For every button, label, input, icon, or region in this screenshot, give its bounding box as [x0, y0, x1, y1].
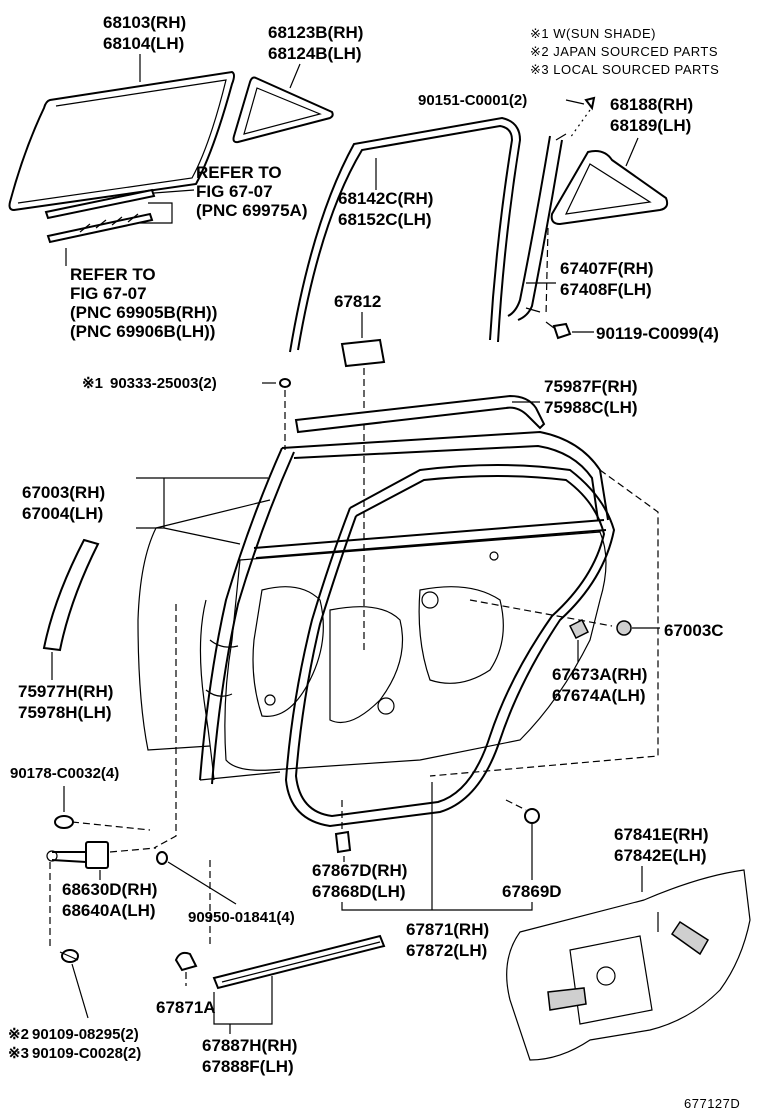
label-clip-a: 67871A — [156, 998, 216, 1017]
label-refer1-b: FIG 67-07 — [196, 182, 273, 201]
label-bolt2-loc: 90109-C0028(2) — [32, 1045, 141, 1062]
door-dashline-right — [429, 469, 659, 777]
label-bolt: 90178-C0032(4) — [10, 765, 119, 782]
leader-qglass — [289, 63, 301, 89]
label-screw-sash: 90119-C0099(4) — [596, 324, 719, 343]
legend-notes: ※1 W(SUN SHADE) ※2 JAPAN SOURCED PARTS ※… — [530, 26, 719, 77]
label-refer1-c: (PNC 69975A) — [196, 201, 308, 220]
label-refer1-a: REFER TO — [196, 163, 282, 182]
label-refer2-d: (PNC 69906B(LH)) — [70, 322, 215, 341]
leader-refer1b — [140, 202, 173, 224]
label-seal-lh: 67868D(LH) — [312, 882, 406, 901]
label-cush-rh: 67673A(RH) — [552, 665, 647, 684]
opening-weatherstrip — [284, 464, 616, 828]
scuff-plate — [212, 934, 386, 990]
quarter-glass — [232, 76, 334, 144]
label-bolt2-mark-jp: ※2 — [8, 1026, 29, 1043]
leader-bolt2 — [71, 963, 89, 1019]
label-refer2-a: REFER TO — [70, 265, 156, 284]
quarter-window — [550, 150, 669, 226]
label-glass-rh: 68103(RH) — [103, 13, 186, 32]
leader-clip-top — [565, 99, 585, 105]
label-strip-rh: 67871(RH) — [406, 920, 489, 939]
door-outer-skin — [137, 499, 271, 751]
clip-a-icon — [174, 951, 198, 972]
label-scuff-lh: 67888F(LH) — [202, 1057, 294, 1076]
glass-run — [289, 116, 522, 353]
label-ss-mark: ※1 — [82, 375, 103, 392]
ss-screw-icon — [279, 378, 291, 388]
label-ss-screw: 90333-25003(2) — [110, 375, 217, 392]
door-panel — [199, 430, 609, 785]
division-sash — [507, 133, 567, 321]
label-check-lh: 68640A(LH) — [62, 901, 156, 920]
belt-moulding — [42, 538, 100, 652]
label-run-rh: 68142C(RH) — [338, 189, 433, 208]
plug-dashline — [469, 599, 613, 627]
label-grommet: 67869D — [502, 882, 562, 901]
label-mold-lh: 75978H(LH) — [18, 703, 112, 722]
pad-icon — [340, 338, 386, 368]
leader-hole-plug — [167, 861, 237, 905]
label-weather-lh: 75988C(LH) — [544, 398, 638, 417]
outer-weatherstrip — [294, 394, 546, 434]
label-refer2-b: FIG 67-07 — [70, 284, 147, 303]
label-sash-rh: 67407F(RH) — [560, 259, 654, 278]
label-door-rh: 67003(RH) — [22, 483, 105, 502]
leader-strip — [341, 782, 533, 911]
label-bolt2-mark-loc: ※3 — [8, 1045, 29, 1062]
bolt-dashline — [71, 821, 151, 831]
seal-icon — [334, 830, 352, 854]
label-strip-lh: 67872(LH) — [406, 941, 487, 960]
cushion-icon — [568, 618, 590, 640]
label-qwin-lh: 68189(LH) — [610, 116, 691, 135]
label-mold-rh: 75977H(RH) — [18, 682, 113, 701]
label-pad: 67812 — [334, 292, 381, 311]
leader-refer1 — [153, 189, 195, 194]
sash-screw-icon — [545, 321, 572, 340]
label-glass-lh: 68104(LH) — [103, 34, 184, 53]
bolt-icon — [54, 815, 74, 829]
label-clip-top: 90151-C0001(2) — [418, 92, 527, 109]
note-japan: ※2 JAPAN SOURCED PARTS — [530, 44, 718, 59]
label-weather-rh: 75987F(RH) — [544, 377, 638, 396]
label-refer2-c: (PNC 69905B(RH)) — [70, 303, 217, 322]
label-qglass-lh: 68124B(LH) — [268, 44, 362, 63]
leader-scuff — [213, 976, 273, 1034]
label-cover-rh: 67841E(RH) — [614, 825, 709, 844]
label-run-lh: 68152C(LH) — [338, 210, 432, 229]
figure-number: 677127D — [684, 1096, 740, 1111]
service-hole-cover — [506, 869, 751, 1061]
grommet-icon — [524, 808, 540, 824]
label-door-lh: 67004(LH) — [22, 504, 103, 523]
note-sun-shade: ※1 W(SUN SHADE) — [530, 26, 656, 41]
hole-plug-icon — [156, 851, 168, 865]
leader-door — [136, 477, 268, 545]
label-check-rh: 68630D(RH) — [62, 880, 157, 899]
label-bolt2-jp: 90109-08295(2) — [32, 1026, 139, 1043]
label-hole-plug: 90950-01841(4) — [188, 909, 295, 926]
clip-top-icon — [584, 96, 596, 111]
label-qglass-rh: 68123B(RH) — [268, 23, 363, 42]
label-plug: 67003C — [664, 621, 724, 640]
label-scuff-rh: 67887H(RH) — [202, 1036, 297, 1055]
hinge-dashline — [153, 604, 177, 849]
note-local: ※3 LOCAL SOURCED PARTS — [530, 62, 719, 77]
grommet-dashline — [505, 799, 527, 811]
plug-icon — [616, 620, 632, 636]
check-dashline — [109, 847, 157, 853]
label-seal-rh: 67867D(RH) — [312, 861, 407, 880]
clip-top-dotline — [569, 109, 591, 139]
label-sash-lh: 67408F(LH) — [560, 280, 652, 299]
label-cover-lh: 67842E(LH) — [614, 846, 707, 865]
leader-qwin — [625, 137, 639, 167]
hinge-bolt-icon — [59, 949, 79, 963]
belt-strips — [44, 188, 156, 244]
label-cush-lh: 67674A(LH) — [552, 686, 646, 705]
door-check — [46, 841, 109, 869]
label-qwin-rh: 68188(RH) — [610, 95, 693, 114]
sash-dashline — [545, 227, 549, 317]
door-glass — [8, 70, 235, 212]
